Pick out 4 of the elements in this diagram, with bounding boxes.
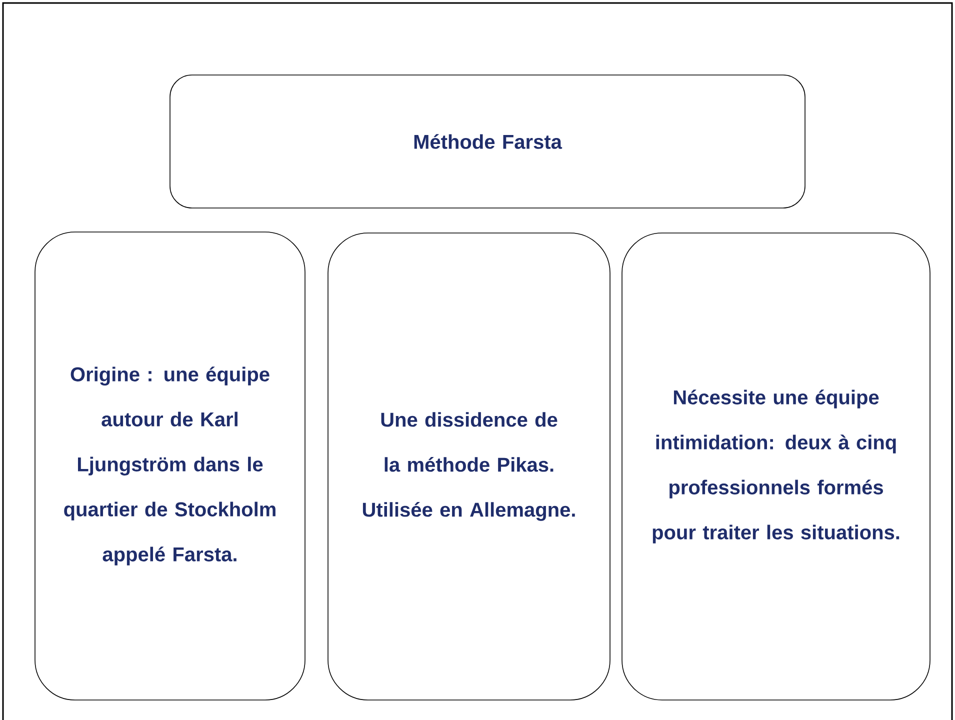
text-box: Nécessite une équipe intimidation: deux à cinq professionnels formés pour traiter les situations. [622, 232, 930, 700]
text-box: Méthode Farsta [170, 74, 806, 208]
text-box: Une dissidence de la méthode Pikas. Utilisée en Allemagne. [328, 232, 610, 700]
text-box: Origine : une équipe autour de Karl Ljungström dans le quartier de Stockholm appelé Farsta. [34, 232, 306, 700]
